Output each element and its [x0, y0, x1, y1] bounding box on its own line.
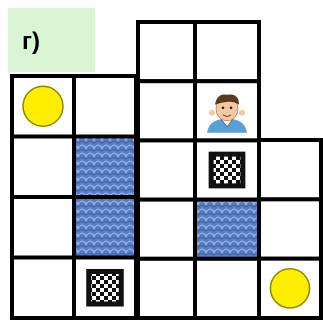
cell-col-2-row-4	[74, 258, 136, 319]
water-tile	[74, 137, 136, 198]
empty-tile	[12, 258, 74, 319]
cell-col-2-row-3	[74, 197, 136, 258]
cell-col-3-row-2	[138, 81, 195, 140]
checkered-flag-icon	[209, 152, 246, 189]
empty-tile	[12, 137, 74, 198]
cell-col-2-row-2	[74, 137, 136, 198]
cell-col-3-row-4	[138, 200, 195, 259]
cell-col-3-row-1	[138, 22, 195, 81]
cell-col-4-row-5	[195, 259, 259, 318]
cell-col-2-row-1	[74, 76, 136, 137]
water-tile	[74, 197, 136, 258]
cell-col-1-row-2	[12, 137, 74, 198]
cell-col-5-row-3	[259, 259, 321, 318]
cell-col-5-row-1	[259, 140, 321, 199]
cell-col-5-row-2	[259, 199, 321, 258]
cell-col-1-row-3	[12, 197, 74, 258]
empty-tile	[138, 81, 195, 140]
water-tile	[195, 200, 259, 259]
yellow-token-icon	[23, 86, 63, 126]
empty-tile	[259, 140, 321, 199]
cell-col-4-row-1	[195, 22, 259, 81]
cell-col-4-row-4	[195, 200, 259, 259]
cell-col-3-row-3	[138, 140, 195, 199]
empty-tile	[195, 22, 259, 81]
yellow-token-icon	[270, 269, 309, 308]
empty-tile	[259, 199, 321, 258]
cell-col-1-row-4	[12, 258, 74, 319]
empty-tile	[138, 259, 195, 318]
empty-tile	[138, 200, 195, 259]
empty-tile	[138, 140, 195, 199]
cell-col-4-row-3	[195, 140, 259, 199]
checkered-flag-icon	[86, 269, 124, 307]
empty-tile	[195, 259, 259, 318]
empty-tile	[74, 76, 136, 137]
cell-col-4-row-2	[195, 81, 259, 140]
cell-col-3-row-5	[138, 259, 195, 318]
cell-col-1-row-1	[12, 76, 74, 137]
empty-tile	[12, 197, 74, 258]
empty-tile	[138, 22, 195, 81]
